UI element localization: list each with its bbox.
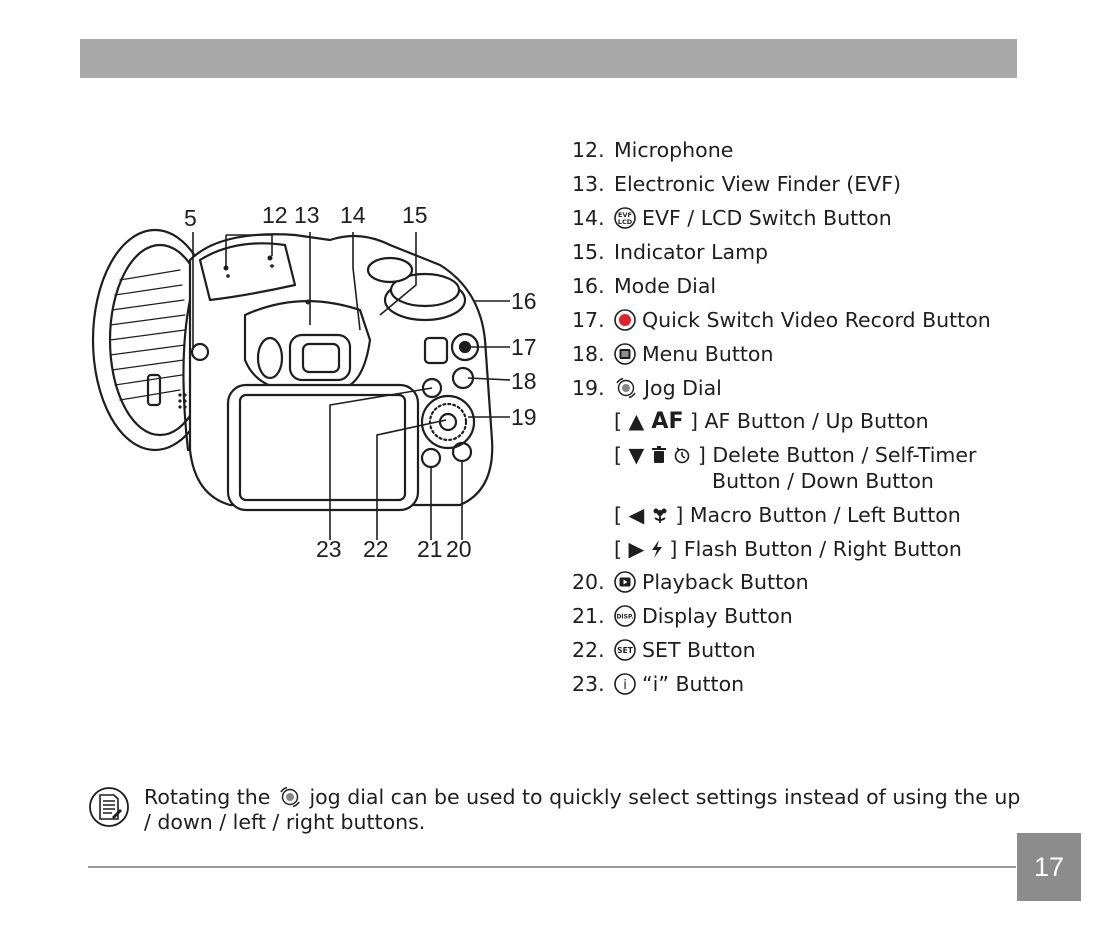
legend-text: Mode Dial (614, 274, 717, 298)
legend-item: 15. Indicator Lamp (572, 236, 768, 270)
svg-text:DISP.: DISP. (616, 614, 633, 621)
sub-item-text: Flash Button / Right Button (683, 537, 962, 561)
legend-number: 17. (572, 308, 605, 332)
up-af-icon: ▲ AF (628, 409, 684, 434)
header-bar (80, 39, 1017, 78)
legend-text: Indicator Lamp (614, 240, 769, 264)
left-macro-icon: ◀ (629, 503, 669, 527)
sub-item-text: AF Button / Up Button (704, 409, 929, 433)
legend-item: 16. Mode Dial (572, 270, 716, 304)
label-14: 14 (340, 202, 366, 228)
info-button (421, 377, 443, 399)
legend-text: EVF / LCD Switch Button (642, 206, 892, 230)
info-icon: i (614, 673, 636, 695)
legend-number: 15. (572, 240, 605, 264)
sub-item-right: [ ▶ ] Flash Button / Right Button (614, 537, 962, 561)
svg-text:i: i (623, 678, 627, 693)
legend-text: “i” Button (642, 672, 745, 696)
right-flash-icon: ▶ (629, 537, 663, 561)
sub-item-text: Macro Button / Left Button (689, 503, 961, 527)
label-21: 21 (417, 536, 443, 562)
camera-back-diagram: 5 12 13 14 15 16 17 18 19 23 22 21 20 (91, 202, 537, 562)
menu-icon (614, 343, 636, 365)
legend-number: 22. (572, 638, 605, 662)
svg-text:SET: SET (617, 646, 634, 655)
legend-text: Quick Switch Video Record Button (642, 308, 991, 332)
legend-item: 19. Jog Dial (572, 372, 722, 406)
legend-number: 21. (572, 604, 605, 628)
legend-item: 13. Electronic View Finder (EVF) (572, 168, 901, 202)
sub-item-text-cont: Button / Down Button (712, 469, 934, 493)
label-16: 16 (511, 288, 537, 314)
legend-item: 12. Microphone (572, 134, 733, 168)
disp-icon: DISP. (614, 605, 636, 627)
legend-item: 20. Playback Button (572, 566, 809, 600)
footer-divider (88, 866, 1016, 868)
label-23: 23 (316, 536, 342, 562)
legend-number: 19. (572, 376, 605, 400)
viewfinder-eyepiece (288, 333, 352, 382)
legend-number: 20. (572, 570, 605, 594)
legend-number: 16. (572, 274, 605, 298)
sub-item-up: [ ▲ AF ] AF Button / Up Button (614, 409, 929, 434)
legend-item: 21. DISP. Display Button (572, 600, 793, 634)
set-icon: SET (614, 639, 636, 661)
legend-text: SET Button (642, 638, 756, 662)
legend-item: 17. Quick Switch Video Record Button (572, 304, 991, 338)
record-icon (614, 309, 636, 331)
sub-item-down: [ ▼ ] Delete Button / Self-Timer (614, 443, 977, 467)
label-22: 22 (363, 536, 389, 562)
legend-number: 12. (572, 138, 605, 162)
jog-dial-icon (616, 377, 636, 399)
sub-item-text: Delete Button / Self-Timer (712, 443, 977, 467)
svg-text:EVF: EVF (618, 211, 632, 219)
sub-item-left: [ ◀ ] Macro Button / Left Button (614, 503, 961, 527)
legend-text: Display Button (642, 604, 793, 628)
legend-number: 13. (572, 172, 605, 196)
legend-item: 18. Menu Button (572, 338, 773, 372)
note-icon (89, 787, 129, 827)
playback-icon (614, 571, 636, 593)
legend-text: Menu Button (642, 342, 774, 366)
legend-number: 23. (572, 672, 605, 696)
legend-text: Jog Dial (644, 376, 722, 400)
legend-text: Electronic View Finder (EVF) (614, 172, 902, 196)
legend-item: 22. SET SET Button (572, 634, 756, 668)
lcd-screen (226, 383, 420, 512)
label-17: 17 (511, 334, 537, 360)
legend-number: 14. (572, 206, 605, 230)
legend-item: 23. i “i” Button (572, 668, 744, 702)
label-19: 19 (511, 404, 537, 430)
diopter-wheel (256, 336, 284, 380)
legend-text: Playback Button (642, 570, 809, 594)
svg-text:LCD: LCD (618, 218, 633, 226)
jog-dial-icon (280, 786, 300, 808)
label-15: 15 (402, 202, 428, 228)
page-number: 17 (1017, 833, 1081, 901)
note-text: Rotating the jog dial can be used to qui… (144, 785, 1021, 834)
label-13: 13 (294, 202, 320, 228)
label-5: 5 (184, 205, 197, 231)
legend-number: 18. (572, 342, 605, 366)
label-12: 12 (262, 202, 288, 228)
legend-text: Microphone (614, 138, 734, 162)
label-20: 20 (446, 536, 472, 562)
label-18: 18 (511, 368, 537, 394)
down-delete-timer-icon: ▼ (629, 443, 692, 467)
